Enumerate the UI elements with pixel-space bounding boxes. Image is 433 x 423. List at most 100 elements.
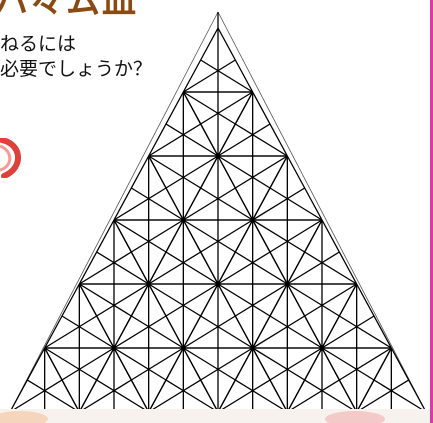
lattice-segment xyxy=(165,123,219,157)
red-mark-icon xyxy=(0,138,21,178)
lattice-segment xyxy=(113,283,150,349)
lattice-segment xyxy=(182,219,219,285)
lattice-segment xyxy=(9,379,63,413)
lattice-triangle-down-3-1 xyxy=(182,219,254,285)
outline-left-edge xyxy=(9,11,219,413)
lattice-segment xyxy=(304,283,358,317)
lattice-segment xyxy=(148,283,202,317)
lattice-segment xyxy=(217,283,271,317)
lattice-segment xyxy=(390,347,427,413)
lattice-segment xyxy=(217,347,254,413)
question-line-1: ねるには xyxy=(0,33,77,55)
lattice-segment xyxy=(148,155,202,189)
lattice-segment xyxy=(182,27,219,93)
lattice-triangle-down-5-3 xyxy=(252,347,323,413)
lattice-segment xyxy=(113,219,167,253)
lattice-triangle-up-5-5 xyxy=(356,347,427,413)
lattice-segment xyxy=(321,315,375,349)
lattice-segment xyxy=(234,251,288,285)
lattice-segment xyxy=(217,123,271,157)
lattice-segment xyxy=(200,59,254,93)
lattice-segment xyxy=(234,379,288,413)
lattice-triangle-up-1-1 xyxy=(217,91,288,157)
lattice-segment xyxy=(182,91,219,157)
lattice-triangle-down-5-4 xyxy=(321,347,392,413)
lattice-triangle-down-3-2 xyxy=(252,219,323,285)
lattice-segment xyxy=(252,315,306,349)
lattice-triangle-down-2-0 xyxy=(148,155,219,221)
lattice-segment xyxy=(338,315,392,349)
lattice-triangle-down-4-2 xyxy=(217,283,288,349)
lattice-segment xyxy=(182,347,219,413)
lattice-triangle-up-4-4 xyxy=(321,283,392,349)
outline-right-edge xyxy=(217,11,427,413)
lattice-segment xyxy=(78,283,132,317)
lattice-segment xyxy=(61,347,115,381)
lattice-segment xyxy=(304,379,358,413)
lattice-segment xyxy=(269,347,323,381)
lattice-segment xyxy=(165,283,219,317)
lattice-segment xyxy=(26,379,80,413)
lattice-triangle-down-4-0 xyxy=(78,283,150,349)
lattice-segment xyxy=(217,251,271,285)
lattice-segment xyxy=(130,347,184,381)
lattice-triangle-down-4-1 xyxy=(148,283,219,349)
lattice-segment xyxy=(148,123,202,157)
lattice-segment xyxy=(96,251,150,285)
lattice-segment xyxy=(182,91,236,125)
lattice-triangle-up-3-3 xyxy=(286,219,358,285)
lattice-segment xyxy=(217,91,254,157)
lattice-segment xyxy=(269,219,323,253)
question-line-2: 必要でしょうか？ xyxy=(0,58,153,80)
lattice-segment xyxy=(321,347,375,381)
lattice-segment xyxy=(130,187,184,221)
lattice-segment xyxy=(148,379,202,413)
lattice-triangle-up-3-2 xyxy=(217,219,288,285)
lattice-segment xyxy=(286,219,323,285)
lattice-triangle-up-1-0 xyxy=(148,91,219,157)
floor-strip xyxy=(0,409,433,423)
lattice-triangle-up-4-2 xyxy=(182,283,254,349)
lattice-segment xyxy=(304,251,358,285)
lattice-segment xyxy=(44,315,98,349)
lattice-segment xyxy=(165,379,219,413)
lattice-triangle-down-5-2 xyxy=(182,347,254,413)
lattice-segment xyxy=(78,379,132,413)
lattice-segment xyxy=(182,59,236,93)
lattice-segment xyxy=(113,347,167,381)
lattice-triangle-up-5-4 xyxy=(286,347,358,413)
lattice-triangle-up-5-1 xyxy=(78,347,150,413)
lattice-triangle-up-4-3 xyxy=(252,283,323,349)
lattice-triangle-up-3-1 xyxy=(148,219,219,285)
lattice-segment xyxy=(321,347,358,413)
lattice-segment xyxy=(234,123,288,157)
pink-border xyxy=(430,0,433,423)
lattice-triangle-up-5-0 xyxy=(9,347,80,413)
lattice-segment xyxy=(252,347,306,381)
lattice-triangle-down-2-1 xyxy=(217,155,288,221)
lattice-segment xyxy=(113,187,167,221)
lattice-segment xyxy=(252,187,306,221)
lattice-segment xyxy=(130,219,184,253)
lattice-triangle-up-5-3 xyxy=(217,347,288,413)
lattice-segment xyxy=(78,347,115,413)
lattice-segment xyxy=(200,219,254,253)
lattice-segment xyxy=(286,347,323,413)
lattice-segment xyxy=(182,219,236,253)
lattice-segment xyxy=(113,315,167,349)
lattice-segment xyxy=(234,283,288,317)
lattice-triangle-down-4-3 xyxy=(286,283,358,349)
lattice-triangle-up-4-1 xyxy=(113,283,184,349)
lattice-segment xyxy=(217,379,271,413)
lattice-triangle-up-2-0 xyxy=(113,155,184,221)
lattice-segment xyxy=(286,251,340,285)
lattice-segment xyxy=(44,347,98,381)
title-fragment: ハ々ム皿 xyxy=(0,0,138,22)
lattice-triangle-up-5-2 xyxy=(148,347,219,413)
lattice-segment xyxy=(217,155,271,189)
lattice-segment xyxy=(286,283,340,317)
lattice-segment xyxy=(96,283,150,317)
lattice-segment xyxy=(182,187,236,221)
lattice-segment xyxy=(165,251,219,285)
